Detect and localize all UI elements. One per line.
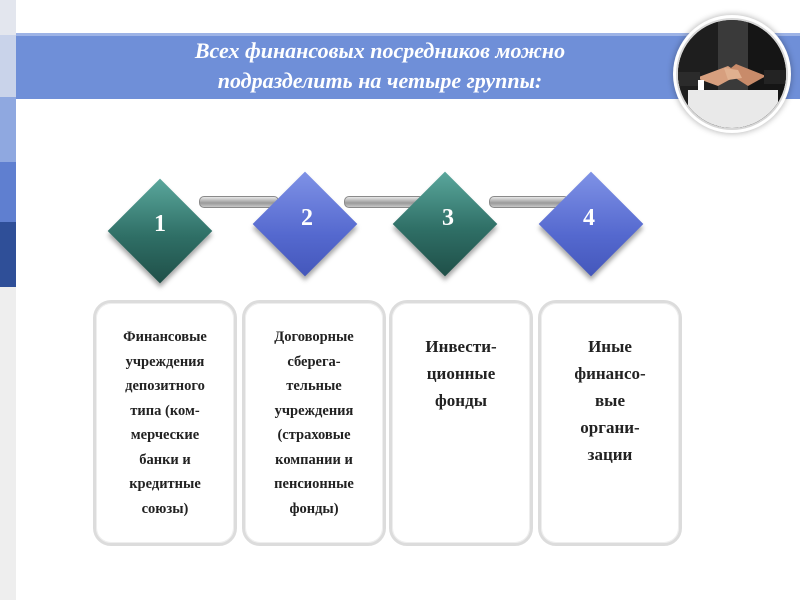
group-3-line: фонды	[435, 391, 487, 410]
group-1-line: учреждения	[125, 353, 205, 370]
group-4-box: Иные финансо- вые органи- зации	[538, 300, 682, 546]
group-1-line: мерческие	[130, 427, 200, 443]
title-banner-highlight	[16, 33, 800, 36]
group-2-line: (страховые	[277, 427, 351, 443]
group-2-line: Договорные	[274, 329, 354, 345]
group-4-line: органи-	[580, 418, 640, 437]
group-1-line: типа (ком-	[130, 402, 200, 419]
group-2-line: компании и	[275, 451, 353, 468]
group-4-line: вые	[594, 391, 625, 410]
group-1-box: Финансовые учреждения депозитного типа (…	[93, 300, 237, 546]
title-line-2: подразделить на четыре группы:	[217, 68, 543, 93]
group-2-box: Договорные сберега- тельные учреждения (…	[242, 300, 386, 546]
side-strip-5	[0, 222, 16, 287]
connector-1-2	[199, 196, 279, 208]
group-1-text: Финансовые учреждения депозитного типа (…	[123, 325, 207, 521]
group-3-line: ционные	[426, 364, 496, 383]
group-1-line: Финансовые	[123, 329, 207, 345]
group-2-line: фонды)	[289, 500, 339, 517]
group-2-text: Договорные сберега- тельные учреждения (…	[274, 325, 354, 521]
group-4-number: 4	[583, 205, 595, 231]
slide-title: Всех финансовых посредников можно подраз…	[90, 36, 670, 96]
side-strip-3	[0, 97, 16, 162]
group-1-line: кредитные	[129, 476, 201, 492]
group-1-line: союзы)	[141, 500, 189, 517]
group-1-line: банки и	[139, 451, 191, 468]
handshake-photo	[676, 18, 788, 130]
group-3-line: Инвести-	[425, 337, 497, 356]
group-1-number: 1	[154, 211, 166, 237]
group-3-box: Инвести- ционные фонды	[389, 300, 533, 546]
side-strip-4	[0, 162, 16, 222]
group-2-line: пенсионные	[274, 476, 354, 492]
group-2-number: 2	[301, 205, 313, 231]
group-3-text: Инвести- ционные фонды	[425, 333, 496, 414]
handshake-icon	[678, 20, 786, 128]
side-strip-6	[0, 287, 16, 600]
group-4-text: Иные финансо- вые органи- зации	[574, 333, 645, 468]
side-strip-1	[0, 0, 16, 35]
group-4-line: зации	[587, 445, 633, 464]
title-banner	[16, 33, 800, 99]
group-2-line: учреждения	[274, 402, 354, 419]
group-4-line: финансо-	[574, 364, 646, 383]
group-2-line: сберега-	[287, 353, 341, 370]
group-4-line: Иные	[588, 337, 632, 356]
group-3-number: 3	[442, 205, 454, 231]
group-1-line: депозитного	[125, 378, 205, 394]
side-strip-2	[0, 35, 16, 97]
group-2-line: тельные	[286, 378, 342, 394]
title-line-1: Всех финансовых посредников можно	[194, 38, 566, 63]
